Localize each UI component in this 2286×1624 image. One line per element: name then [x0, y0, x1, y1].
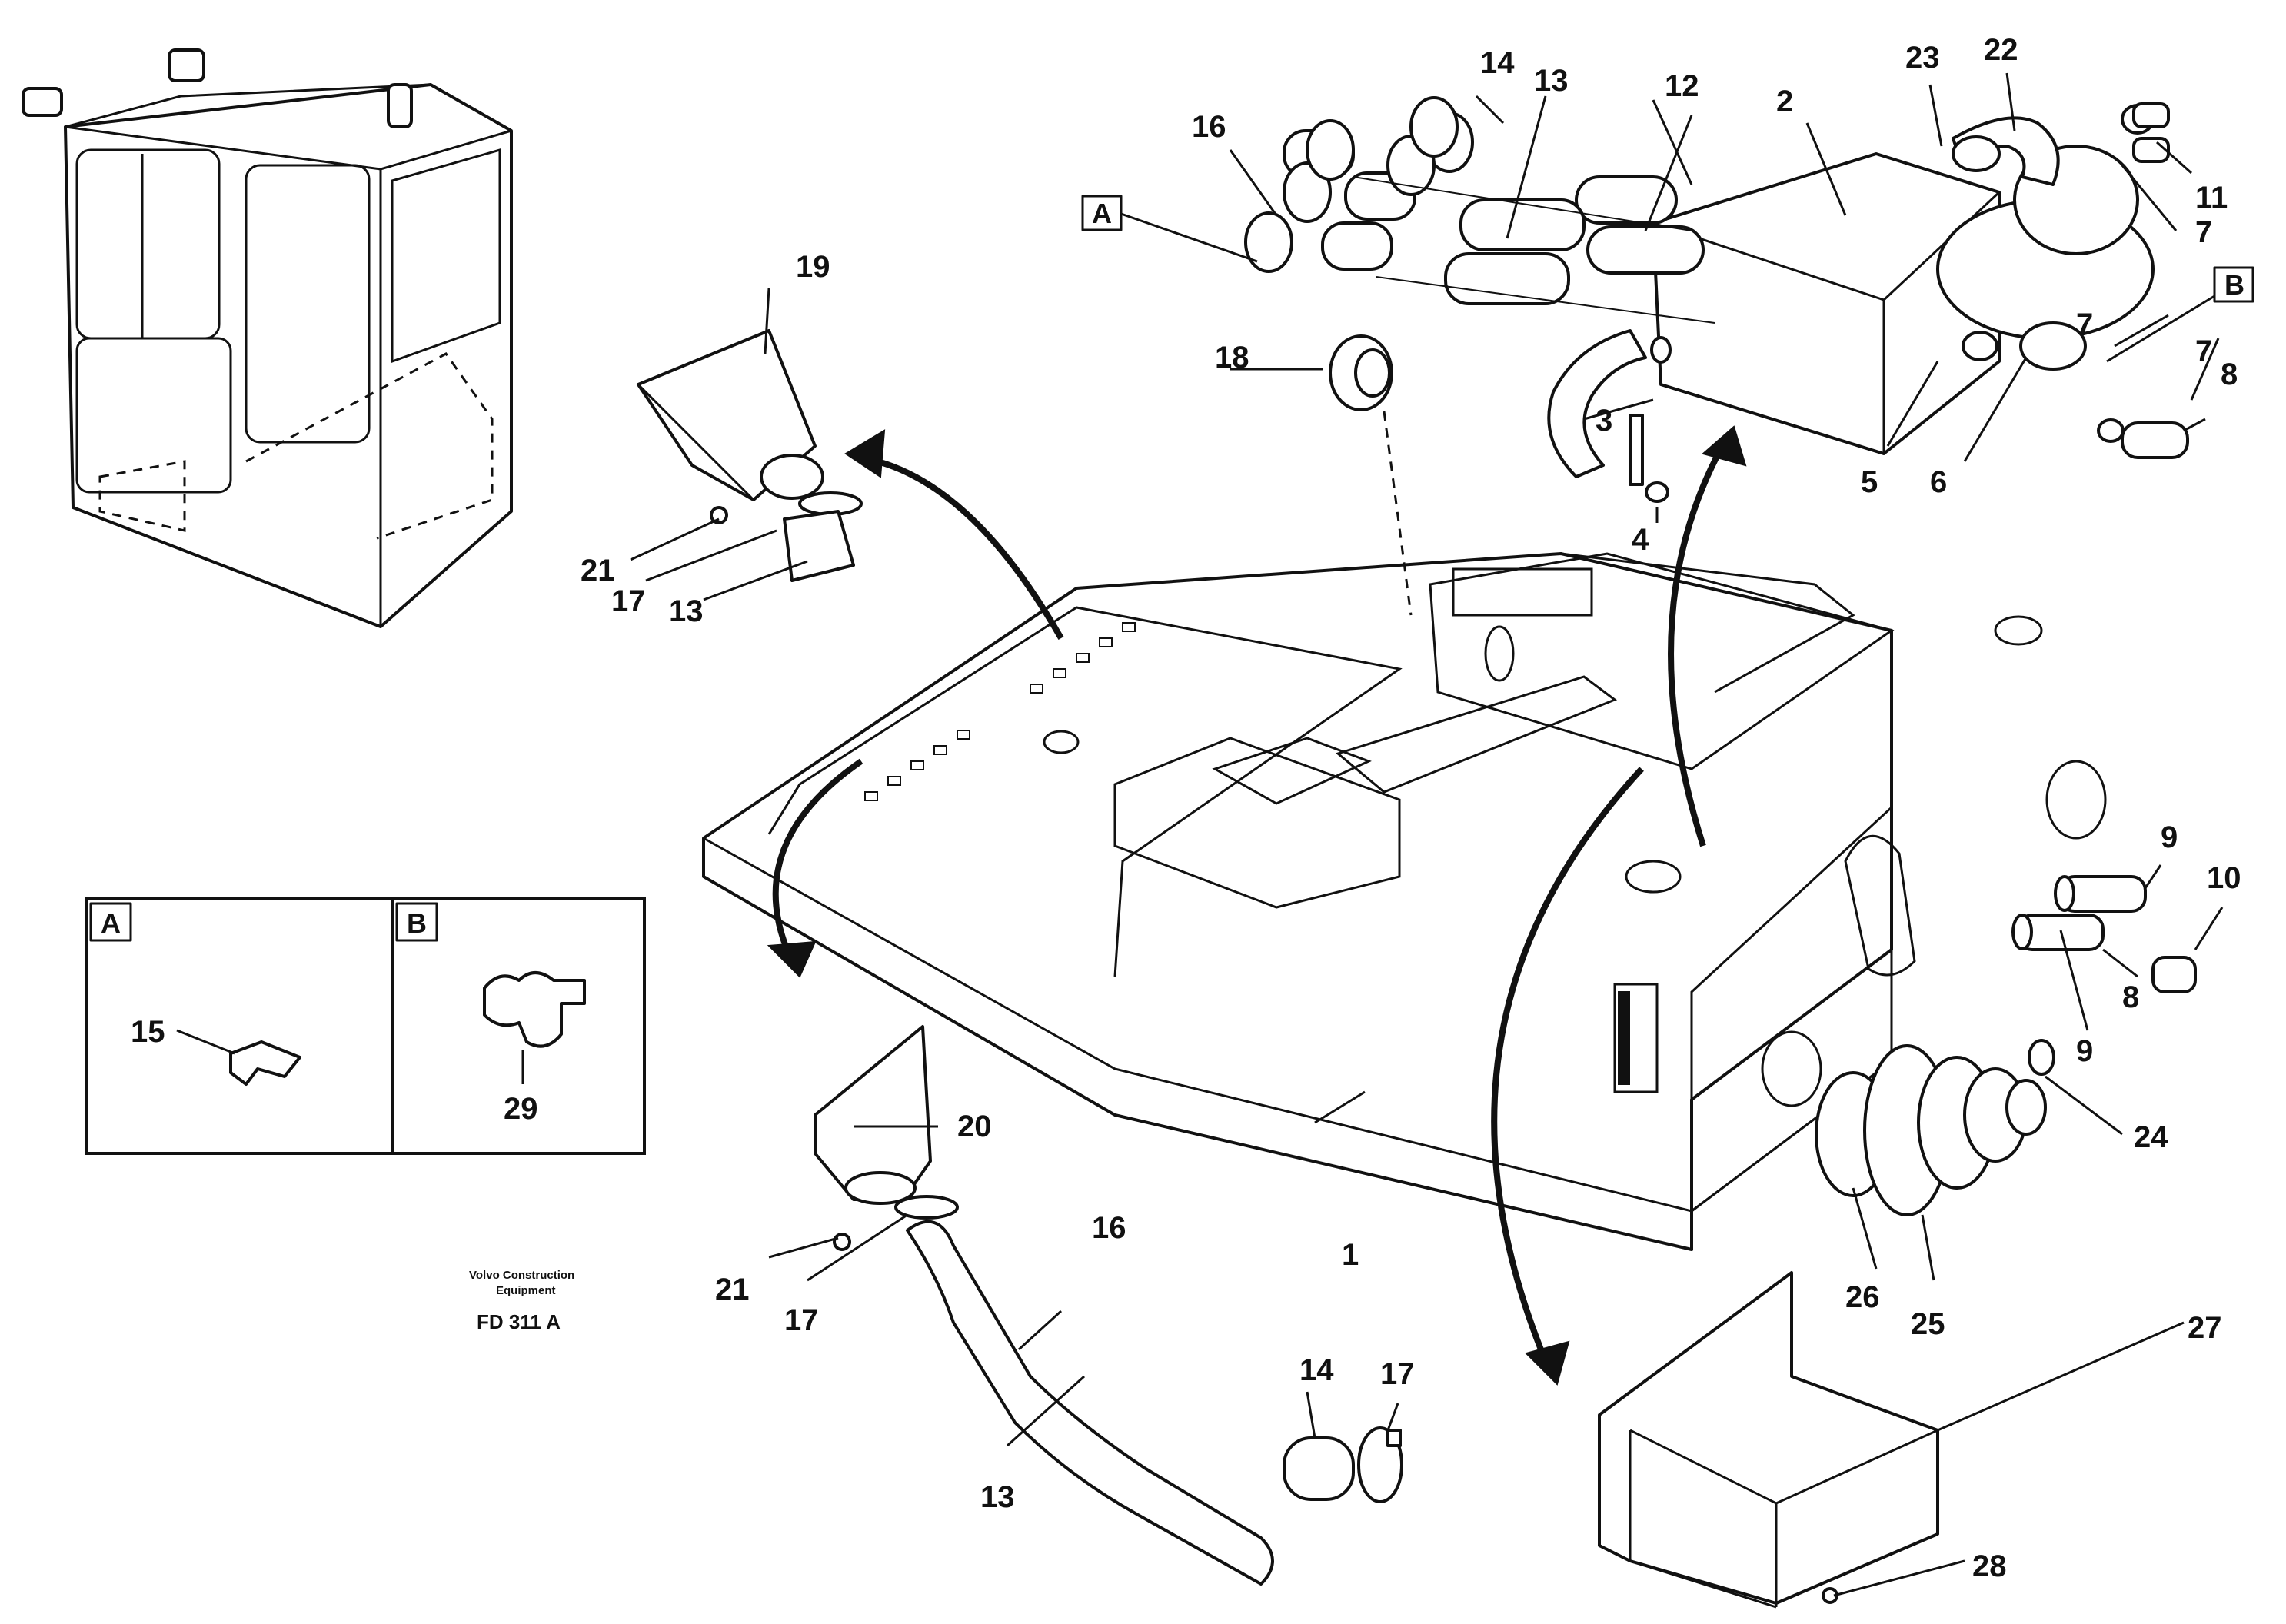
callout-5: 5: [1861, 465, 1878, 499]
hose-set: [1244, 96, 1715, 324]
callout-23: 23: [1905, 41, 1940, 75]
callout-box-b: B: [2224, 269, 2244, 301]
callout-17-right: 17: [1380, 1357, 1415, 1391]
callout-18: 18: [1215, 341, 1249, 374]
callout-17-mid: 17: [611, 584, 646, 618]
inset-a-letter: A: [101, 907, 121, 939]
callout-8-a: 8: [2221, 358, 2238, 391]
callout-21-low: 21: [715, 1273, 750, 1306]
callout-15: 15: [131, 1015, 165, 1049]
clip-icon: [229, 1040, 301, 1086]
callout-11: 11: [2195, 181, 2228, 215]
callout-7-a: 7: [2195, 215, 2212, 249]
slot-row: [864, 622, 1136, 801]
heater-fittings: [1629, 102, 2189, 503]
callout-27: 27: [2188, 1311, 2222, 1345]
callout-14-top: 14: [1480, 46, 1515, 80]
callout-19: 19: [796, 250, 830, 284]
callout-14-low: 14: [1299, 1353, 1334, 1387]
callout-numbers: 1 2 3 4 5 6 7 7 7 8 8 9 9 10 11 12 13 13…: [581, 33, 2241, 1583]
cab-overview: [22, 48, 513, 628]
bracket-icon: [483, 971, 586, 1048]
callout-28: 28: [1972, 1549, 2007, 1583]
pipes-right: [2011, 875, 2197, 1076]
duct-19: [637, 329, 863, 582]
bellows-25: [1815, 1044, 2047, 1216]
callout-25: 25: [1911, 1307, 1945, 1341]
callout-17-low: 17: [784, 1303, 819, 1337]
callout-29: 29: [504, 1092, 538, 1126]
callout-12: 12: [1665, 69, 1699, 103]
callout-13-low: 13: [980, 1480, 1015, 1514]
callout-21-mid: 21: [581, 554, 615, 587]
callout-7-b: 7: [2076, 308, 2093, 341]
sleeve-14-lower: [1283, 1426, 1403, 1503]
callout-24: 24: [2134, 1120, 2168, 1154]
inset-panel: A B 15 29: [85, 897, 646, 1155]
caption-line2: Equipment: [496, 1284, 556, 1297]
callout-10: 10: [2207, 861, 2241, 895]
duct-20: [814, 1025, 1274, 1586]
callout-box-a: A: [1092, 198, 1112, 229]
callout-6: 6: [1930, 465, 1947, 499]
callout-22: 22: [1984, 33, 2018, 67]
callout-26: 26: [1845, 1280, 1880, 1314]
caption: Volvo Construction Equipment FD 311 A: [469, 1269, 574, 1333]
tray-27: [1598, 1271, 1939, 1609]
caption-line1: Volvo Construction: [469, 1269, 574, 1282]
callout-3: 3: [1596, 404, 1612, 438]
caption-code: FD 311 A: [477, 1310, 561, 1333]
callout-7-c: 7: [2195, 334, 2212, 368]
assembly-arrows: [767, 425, 1747, 1386]
heater-unit: [1547, 116, 2155, 478]
leader-lines: [630, 72, 2224, 1597]
callout-2: 2: [1776, 85, 1793, 118]
callout-8-b: 8: [2122, 980, 2139, 1014]
inset-b-letter: B: [407, 907, 427, 939]
callout-13-top: 13: [1534, 64, 1569, 98]
floor-frame: [702, 552, 2107, 1251]
callout-9-b: 9: [2076, 1034, 2093, 1068]
callout-20: 20: [957, 1110, 992, 1143]
callout-1: 1: [1342, 1238, 1359, 1272]
callout-9-a: 9: [2161, 820, 2178, 854]
callout-boxes: A B: [1081, 195, 2254, 363]
callout-16-top: 16: [1192, 110, 1226, 144]
callout-13-mid: 13: [669, 594, 704, 628]
callout-16-low: 16: [1092, 1211, 1126, 1245]
grommet-18: [1329, 334, 1413, 616]
callout-4: 4: [1632, 523, 1649, 557]
